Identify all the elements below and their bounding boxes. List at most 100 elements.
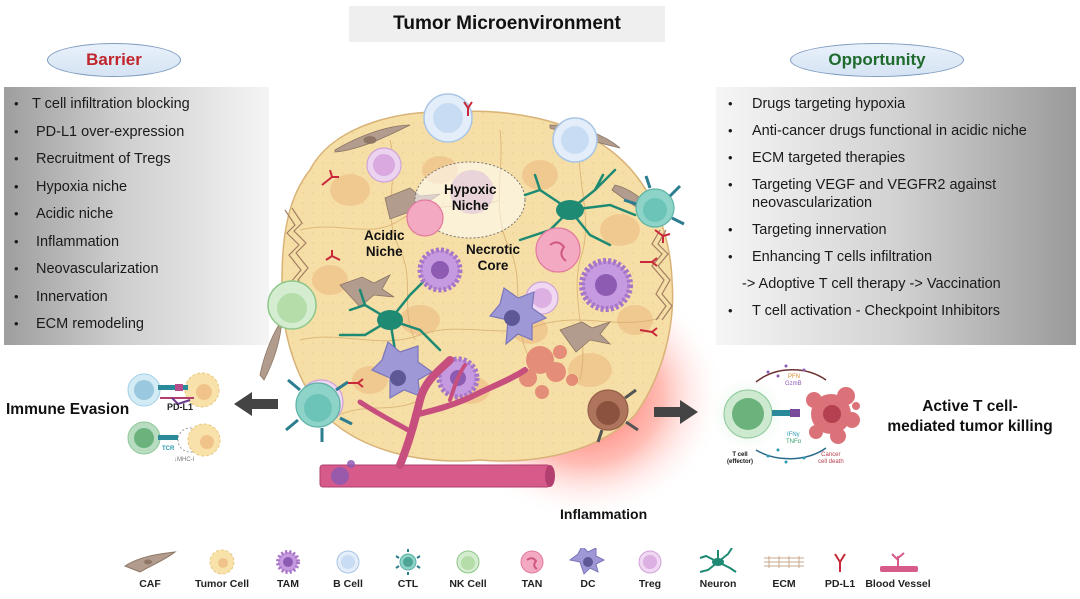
opportunity-item-text: Targeting innervation: [752, 222, 887, 238]
acidic-niche-label: Acidic Niche: [364, 228, 405, 260]
mhc-label: ↓MHC-I: [174, 457, 195, 463]
opportunity-item: • Drugs targeting hypoxia: [716, 95, 1076, 113]
ctl-cells: [635, 188, 675, 228]
opportunity-item: • ECM targeted therapies: [716, 149, 1076, 167]
nk-cell: [267, 280, 317, 330]
legend-item-neuron: Neuron: [678, 548, 758, 590]
barrier-item: • Neovascularization: [4, 260, 269, 288]
opportunity-item-text: T cell activation - Checkpoint Inhibitor…: [752, 303, 1000, 319]
gzmb-label: GzmB: [785, 381, 802, 387]
legend-item-treg: Treg: [610, 548, 690, 590]
barrier-item: •Hypoxia niche: [4, 178, 269, 206]
opportunity-item: -> Adoptive T cell therapy -> Vaccinatio…: [716, 275, 1076, 293]
legend-label: CAF: [139, 578, 161, 590]
opportunity-heading: Opportunity: [790, 43, 964, 77]
opportunity-item: •Enhancing T cells infiltration: [716, 248, 1076, 266]
pd-l1-label: PD-L1: [167, 402, 194, 412]
effector-tcell-inflamed: [587, 388, 639, 443]
necrotic-label-line2: Core: [477, 258, 509, 273]
ecm-icon: [764, 556, 804, 568]
ctl-receptors: [623, 175, 685, 226]
hypoxic-label-line1: Hypoxic: [444, 182, 497, 197]
treg-icon: [638, 550, 662, 574]
acidic-label-line1: Acidic: [364, 228, 405, 243]
opportunity-item: • Targeting innervation: [716, 221, 1076, 239]
barrier-item: • T cell infiltration blocking: [4, 95, 269, 123]
barrier-item: • ECM remodeling: [4, 315, 269, 343]
legend-label: TAM: [277, 578, 299, 590]
immune-evasion-label: Immune Evasion: [6, 401, 130, 418]
death-label-line1: Cancer: [821, 452, 841, 458]
legend-label: DC: [580, 578, 596, 590]
barrier-item-text: Acidic niche: [36, 206, 114, 222]
tan-icon: [520, 550, 544, 574]
legend-item-b-cell: B Cell: [308, 548, 388, 590]
cancer-death-label: Cancer cell death: [818, 452, 844, 466]
legend-label: NK Cell: [449, 578, 487, 590]
arrow-right-icon: [654, 400, 698, 424]
barrier-item-text: Innervation: [36, 288, 108, 305]
hypoxic-niche-label: Hypoxic Niche: [444, 182, 497, 214]
tcell-label-line2: (effector): [727, 459, 754, 465]
bullet-icon: •: [14, 261, 19, 276]
barrier-heading: Barrier: [47, 43, 181, 77]
bullet-icon: •: [728, 123, 733, 138]
inflammation-label: Inflammation: [560, 506, 648, 522]
opportunity-item: • Anti-cancer drugs functional in acidic …: [716, 122, 1076, 140]
legend-label: Tumor Cell: [194, 578, 250, 590]
legend-item-pd-l1: PD-L1: [800, 548, 880, 590]
bullet-icon: •: [728, 150, 733, 165]
ctl-cell-edge: [285, 378, 353, 442]
acidic-label-line2: Niche: [365, 244, 403, 259]
tcell-killing-illustration: [708, 364, 860, 464]
legend-item-tan: TAN: [492, 548, 572, 590]
necrotic-label-line1: Necrotic: [466, 242, 521, 257]
pd-l1-icon: [834, 553, 846, 572]
pd-l1-markers: [321, 101, 671, 388]
bullet-icon: •: [14, 316, 19, 331]
opportunity-item-text: ECM targeted therapies: [752, 150, 906, 166]
legend-item-dc: DC: [548, 548, 628, 590]
opportunity-item-text: Enhancing T cells infiltration: [752, 249, 933, 265]
legend-item-tam: TAM: [248, 548, 328, 590]
opportunity-item-text: Drugs targeting hypoxia: [752, 96, 906, 112]
barrier-item-text: Hypoxia niche: [36, 178, 128, 195]
tumor-illustration: [259, 93, 720, 520]
neuron-icon: [699, 548, 737, 573]
barrier-item: • Innervation: [4, 288, 269, 316]
bullet-icon: •: [14, 151, 19, 166]
b-cell-icon: [336, 550, 360, 574]
barrier-item-text: Neovascularization: [36, 261, 159, 277]
legend-label: Treg: [638, 578, 662, 590]
legend-label: B Cell: [333, 578, 363, 590]
legend-label: Neuron: [699, 578, 737, 590]
nk-cell-icon: [456, 550, 480, 574]
opportunity-item: •Targeting VEGF and VEGFR2 against neova…: [716, 176, 1076, 212]
barrier-item: •PD-L1 over-expression: [4, 123, 269, 151]
barrier-item-text: PD-L1 over-expression: [36, 123, 185, 140]
opportunity-list-panel: • Drugs targeting hypoxia • Anti-cancer dru…: [716, 87, 1076, 345]
bullet-icon: •: [728, 177, 733, 192]
barrier-item-text: T cell infiltration blocking: [32, 96, 190, 112]
bullet-icon: •: [14, 206, 19, 221]
death-label-line2: cell death: [818, 459, 844, 465]
legend-item-ecm: ECM: [744, 548, 824, 590]
opportunity-list: • Drugs targeting hypoxia • Anti-cancer dru…: [716, 95, 1076, 320]
legend-label: CTL: [397, 578, 419, 590]
legend-label: ECM: [772, 578, 796, 590]
dc-cells: [370, 286, 548, 400]
tan-cells: [406, 199, 581, 273]
ifng-label: IFNγ: [787, 432, 800, 438]
barrier-item: • Acidic niche: [4, 205, 269, 233]
arrow-left-icon: [234, 392, 278, 416]
blood-vessel-icon: [880, 552, 918, 572]
bullet-icon: •: [728, 222, 733, 237]
legend-item-caf: CAF: [110, 548, 190, 590]
bullet-icon: •: [14, 288, 19, 304]
opportunity-item-text: Anti-cancer drugs functional in acidic n…: [752, 123, 1027, 139]
bullet-icon: •: [728, 96, 733, 111]
blood-vessel: [319, 356, 555, 488]
tcell-killing-line2: mediated tumor killing: [887, 418, 1053, 435]
barrier-item-text: ECM remodeling: [36, 316, 144, 332]
bullet-icon: •: [14, 96, 19, 111]
